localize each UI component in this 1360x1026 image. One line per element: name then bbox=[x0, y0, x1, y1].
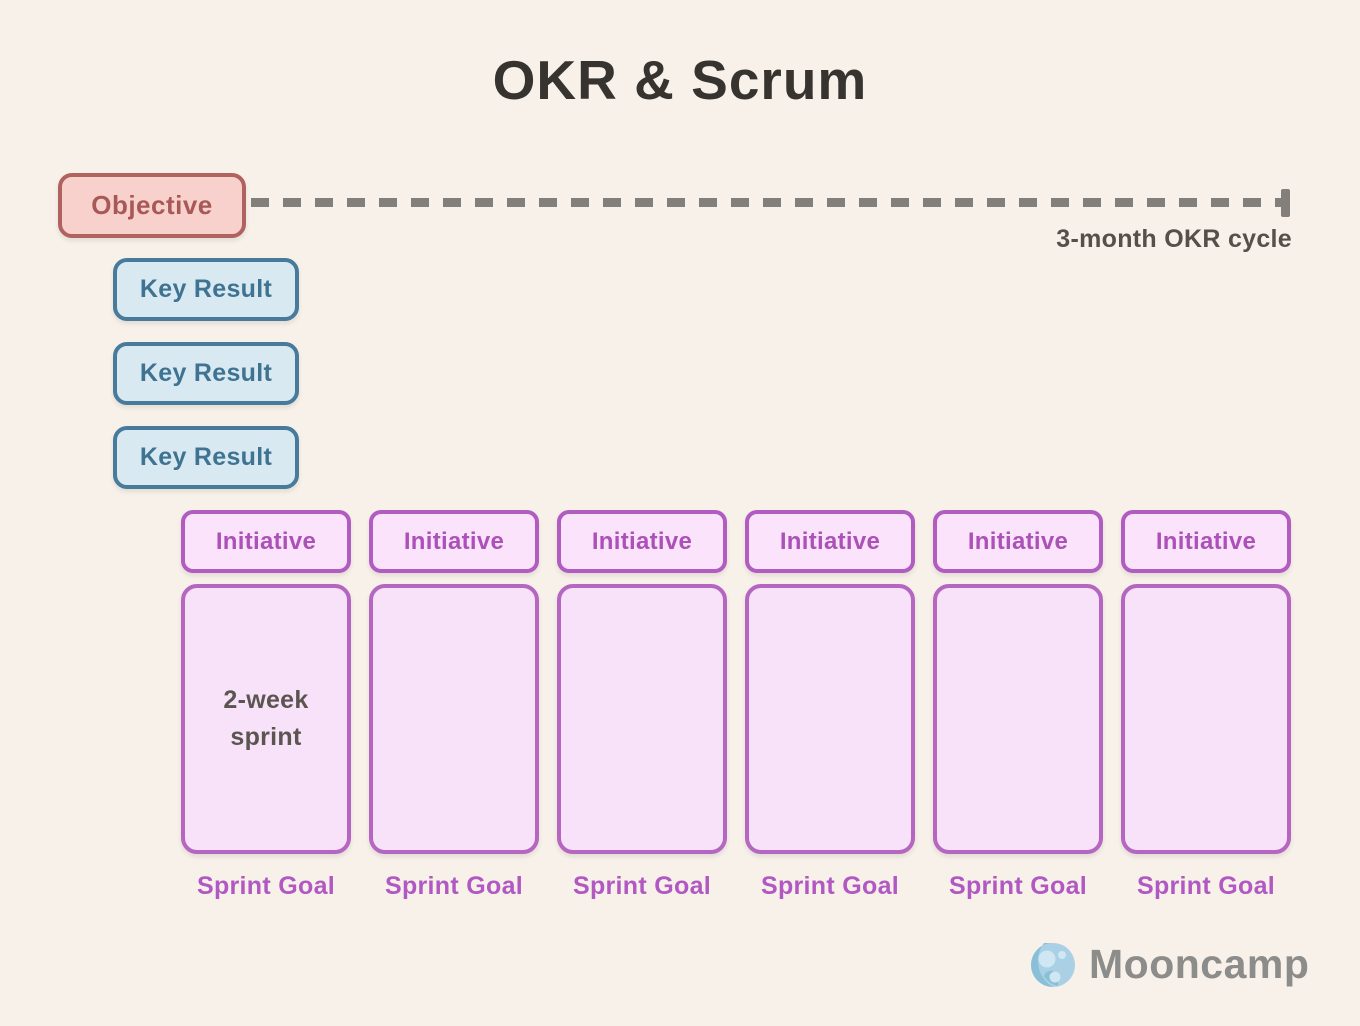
moon-icon bbox=[1030, 942, 1076, 988]
sprint-note-line: sprint bbox=[230, 723, 302, 751]
sprint-goal-label: Sprint Goal bbox=[572, 872, 712, 900]
key-result-box: Key Result bbox=[113, 426, 299, 489]
sprint-goal-label: Sprint Goal bbox=[1136, 872, 1276, 900]
initiative-box: Initiative bbox=[1121, 510, 1291, 573]
sprint-goal-label: Sprint Goal bbox=[760, 872, 900, 900]
sprint-box bbox=[369, 584, 539, 854]
sprint-box bbox=[1121, 584, 1291, 854]
logo-wordmark: Mooncamp bbox=[1089, 941, 1310, 987]
okr-cycle-dashed-line bbox=[251, 198, 1282, 207]
objective-box: Objective bbox=[58, 173, 246, 238]
sprint-goal-label: Sprint Goal bbox=[384, 872, 524, 900]
mooncamp-logo: Mooncamp bbox=[1030, 941, 1309, 988]
sprint-box bbox=[557, 584, 727, 854]
sprint-goal-label: Sprint Goal bbox=[948, 872, 1088, 900]
initiative-box: Initiative bbox=[557, 510, 727, 573]
key-result-box: Key Result bbox=[113, 342, 299, 405]
page-title: OKR & Scrum bbox=[492, 49, 868, 111]
sprint-box: 2-week sprint bbox=[181, 584, 351, 854]
sprint-goal-label: Sprint Goal bbox=[196, 872, 336, 900]
okr-cycle-label: 3-month OKR cycle bbox=[1056, 225, 1292, 253]
sprint-note-line: 2-week bbox=[223, 686, 309, 714]
key-result-box: Key Result bbox=[113, 258, 299, 321]
initiative-box: Initiative bbox=[745, 510, 915, 573]
initiative-box: Initiative bbox=[369, 510, 539, 573]
initiative-box: Initiative bbox=[933, 510, 1103, 573]
okr-cycle-line-endcap bbox=[1281, 189, 1290, 217]
sprint-box bbox=[745, 584, 915, 854]
sprint-box bbox=[933, 584, 1103, 854]
initiative-box: Initiative bbox=[181, 510, 351, 573]
